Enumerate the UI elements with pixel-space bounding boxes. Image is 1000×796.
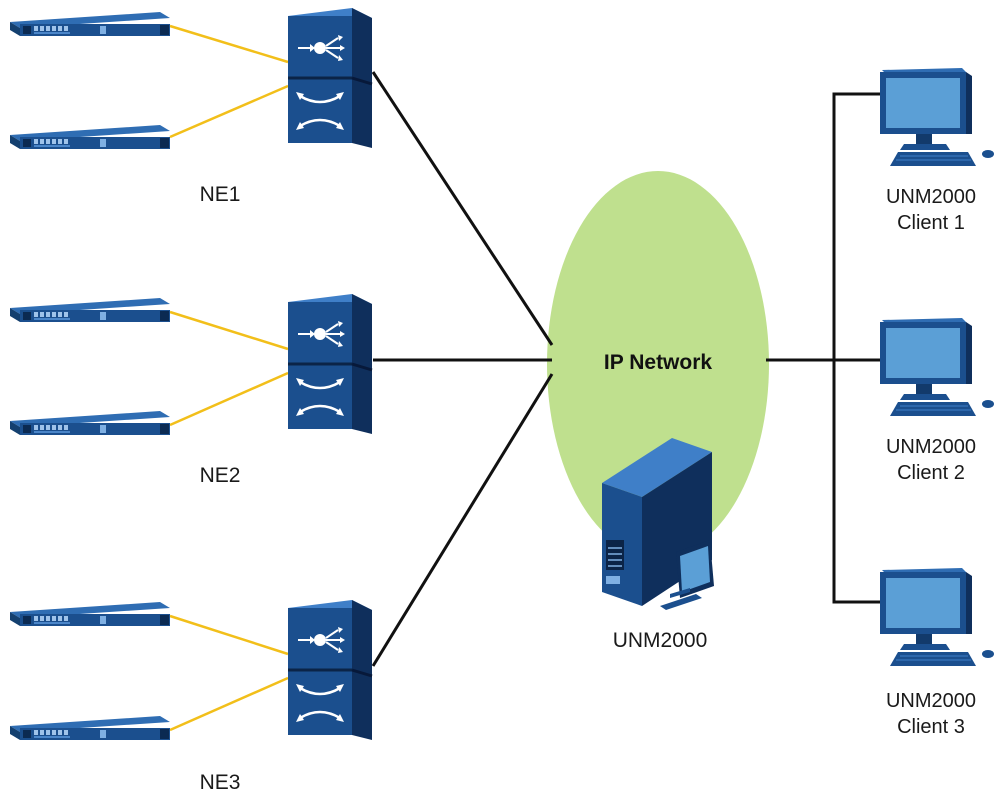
server-label: UNM2000 [612,629,708,652]
ne3-label: NE3 [199,771,241,794]
router-switch-icon [286,292,374,436]
link-ne1-cloud [371,71,554,346]
rack-device-icon [10,602,170,626]
desktop-computer-icon [879,317,995,417]
fiber-links [169,24,289,732]
client-bus [832,92,880,604]
ne1-label: NE1 [199,183,241,206]
ne2-label: NE2 [199,464,241,487]
client-1-line2: Client 1 [897,212,965,234]
rack-device-icon [10,411,170,435]
client-3-line2: Client 3 [897,716,965,738]
olt-devices [10,12,170,740]
desktop-computer-icon [879,567,995,667]
client-2-label: UNM2000 Client 2 [862,434,1000,486]
client-3-label: UNM2000 Client 3 [862,688,1000,740]
client-2-line2: Client 2 [897,462,965,484]
client-1-label: UNM2000 Client 1 [862,184,1000,236]
link-ne3-cloud [371,373,554,667]
rack-device-icon [10,12,170,36]
links [371,71,880,667]
client-3-line1: UNM2000 [885,690,977,712]
router-switch-icon [286,598,374,742]
client-1-line1: UNM2000 [885,186,977,208]
rack-device-icon [10,298,170,322]
server-tower-icon [602,438,714,610]
rack-device-icon [10,125,170,149]
client-2-line1: UNM2000 [885,436,977,458]
ip-network-cloud [547,171,769,557]
desktop-computer-icon [879,67,995,167]
rack-device-icon [10,716,170,740]
router-switch-icon [286,6,374,150]
ip-network-label: IP Network [603,351,713,374]
